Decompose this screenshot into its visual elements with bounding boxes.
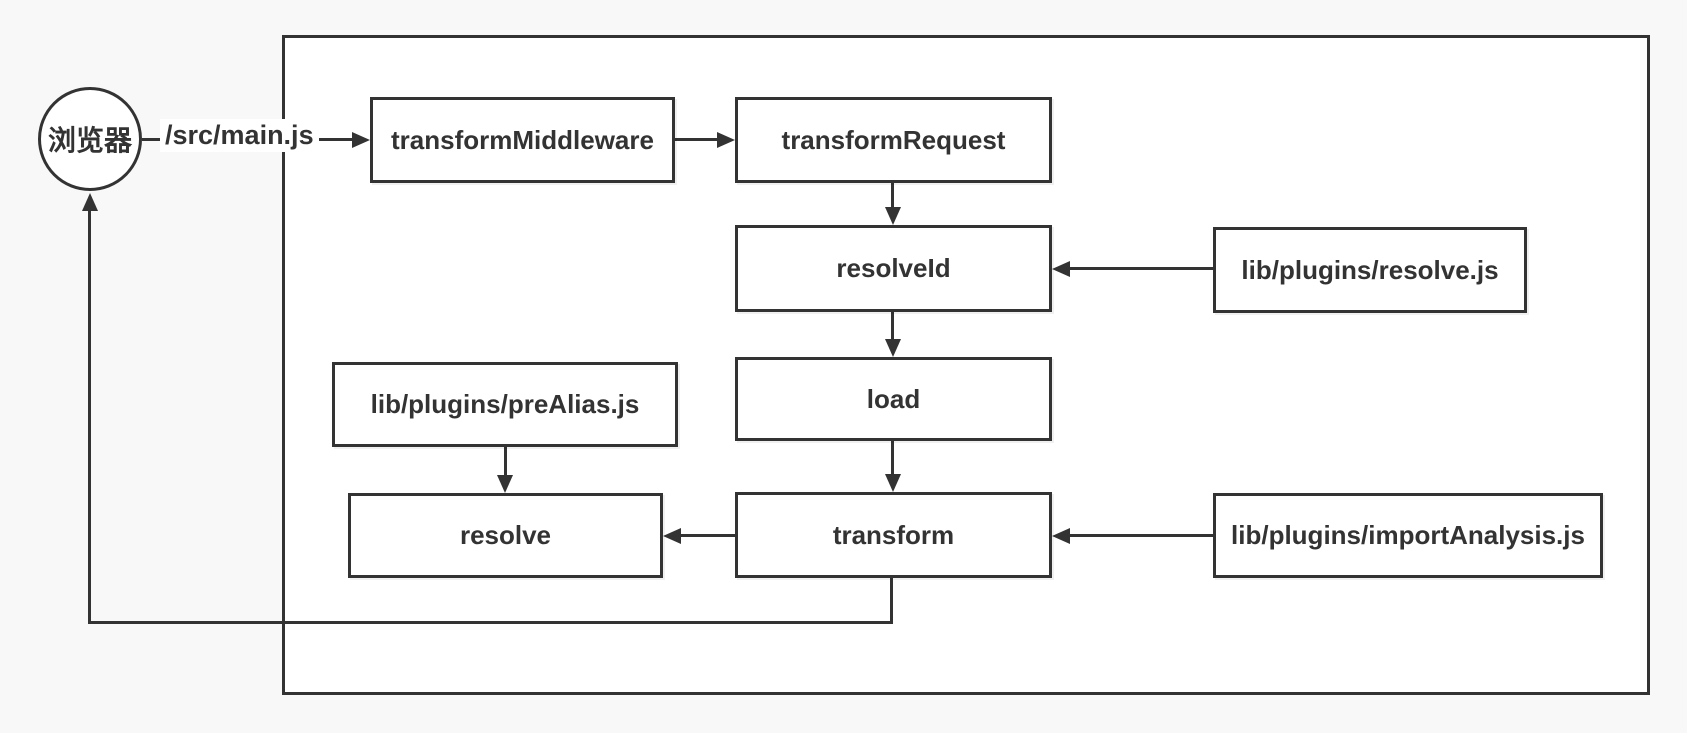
node-lib-plugins-prealias-js-label: lib/plugins/preAlias.js bbox=[370, 389, 640, 419]
arrow-transform-to-browser-head bbox=[82, 193, 98, 211]
arrow-transform-to-browser-segment-down bbox=[890, 578, 893, 624]
node-transform: transform bbox=[735, 492, 1052, 578]
arrow-importanalysis-to-transform-head bbox=[1052, 528, 1070, 544]
node-transform-label: transform bbox=[832, 519, 955, 550]
arrow-transform-to-resolve-line bbox=[681, 534, 735, 537]
node-resolve-id: resolveId bbox=[735, 225, 1052, 312]
node-transform-request: transformRequest bbox=[735, 97, 1052, 183]
arrow-browser-to-middleware-head bbox=[352, 132, 370, 148]
browser-node: 浏览器 bbox=[38, 87, 142, 191]
node-transform-request-label: transformRequest bbox=[781, 124, 1006, 155]
arrow-transform-to-resolve-head bbox=[663, 528, 681, 544]
browser-node-label: 浏览器 bbox=[47, 125, 132, 156]
arrow-libresolve-to-resolveid-line bbox=[1070, 267, 1213, 270]
arrow-resolveid-to-load-line bbox=[891, 312, 894, 340]
node-lib-plugins-prealias-js: lib/plugins/preAlias.js bbox=[332, 362, 678, 447]
arrow-request-to-resolveid-line bbox=[891, 183, 894, 209]
node-resolve-label: resolve bbox=[459, 520, 552, 550]
arrow-load-to-transform-head bbox=[885, 474, 901, 492]
arrow-importanalysis-to-transform-line bbox=[1070, 534, 1213, 537]
arrow-middleware-to-request-line bbox=[675, 138, 719, 141]
node-resolve: resolve bbox=[348, 493, 663, 578]
node-load-label: load bbox=[866, 383, 921, 414]
node-lib-plugins-import-analysis-js-label: lib/plugins/importAnalysis.js bbox=[1231, 520, 1585, 550]
node-transform-middleware-label: transformMiddleware bbox=[391, 124, 654, 155]
arrow-middleware-to-request-head bbox=[717, 132, 735, 148]
arrow-prealias-to-resolve-line bbox=[504, 447, 507, 476]
arrow-prealias-to-resolve-head bbox=[497, 475, 513, 493]
node-resolve-id-label: resolveId bbox=[836, 253, 951, 283]
node-lib-plugins-resolve-js: lib/plugins/resolve.js bbox=[1213, 227, 1527, 313]
node-load: load bbox=[735, 357, 1052, 441]
node-lib-plugins-resolve-js-label: lib/plugins/resolve.js bbox=[1241, 254, 1499, 285]
arrow-load-to-transform-line bbox=[891, 441, 894, 475]
arrow-libresolve-to-resolveid-head bbox=[1052, 261, 1070, 277]
arrow-resolveid-to-load-head bbox=[885, 339, 901, 357]
arrow-transform-to-browser-segment-across bbox=[88, 621, 893, 624]
node-lib-plugins-import-analysis-js: lib/plugins/importAnalysis.js bbox=[1213, 493, 1603, 578]
node-transform-middleware: transformMiddleware bbox=[370, 97, 675, 183]
arrow-request-to-resolveid-head bbox=[885, 207, 901, 225]
request-path-label: /src/main.js bbox=[160, 119, 319, 152]
arrow-transform-to-browser-segment-up bbox=[88, 210, 91, 623]
